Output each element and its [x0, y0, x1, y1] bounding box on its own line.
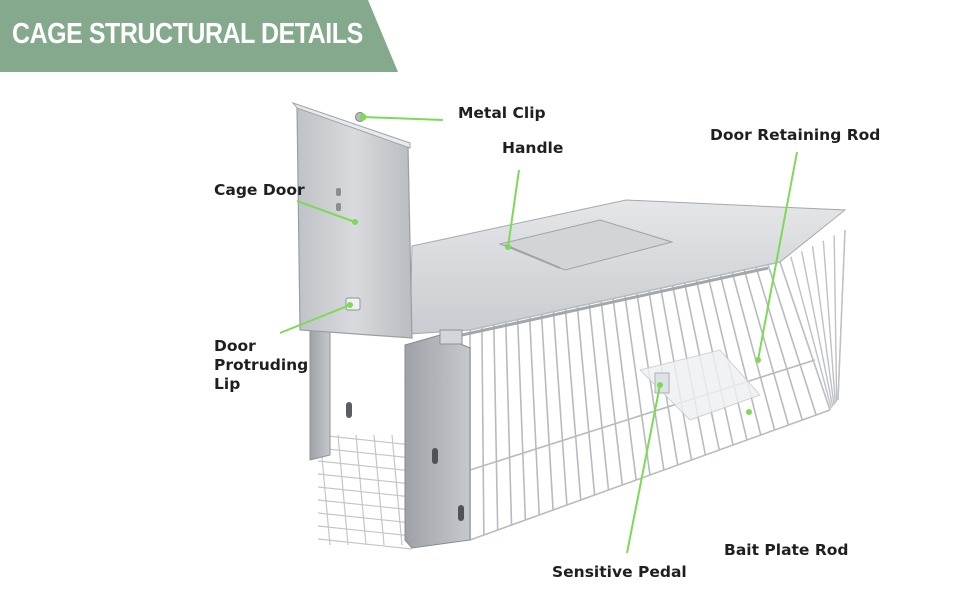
- side-wire-panel: [779, 229, 846, 411]
- door-hole-bottom: [336, 203, 341, 211]
- bottom-wire: [317, 499, 413, 511]
- dot-door-protruding-lip: [347, 302, 353, 308]
- front-wire: [636, 293, 665, 471]
- dot-cage-door: [352, 219, 358, 225]
- dot-door-retaining-rod: [755, 357, 761, 363]
- front-wire: [576, 306, 596, 496]
- side-wire: [790, 256, 833, 409]
- front-wire: [564, 309, 582, 501]
- label-door-retaining-rod: Door Retaining Rod: [710, 126, 881, 144]
- leader-lines: [279, 116, 798, 554]
- front-wire: [516, 319, 527, 521]
- label-metal-clip: Metal Clip: [458, 104, 546, 122]
- door-retaining-rod: [429, 266, 769, 344]
- front-wire-mid: [469, 359, 816, 471]
- banner-shape: [0, 0, 398, 72]
- front-wire: [493, 324, 499, 531]
- leader-sensitive-pedal: [626, 384, 661, 554]
- label-line-door: Door: [214, 337, 256, 355]
- side-wire: [833, 235, 838, 402]
- label-door-protruding-lip: Door Protruding Lip: [214, 337, 308, 394]
- bottom-wire: [317, 512, 413, 524]
- front-bracket-slot-bottom: [458, 505, 464, 521]
- front-wire: [767, 264, 817, 416]
- front-wire: [743, 269, 790, 426]
- side-wire: [811, 245, 835, 406]
- front-bracket-slot-top: [432, 448, 438, 464]
- front-wire: [528, 316, 541, 516]
- leader-metal-clip: [362, 116, 444, 121]
- bait-plate: [639, 349, 761, 421]
- front-wire-panel: [469, 261, 831, 541]
- leader-door-protruding-lip: [279, 304, 351, 334]
- label-cage-door: Cage Door: [214, 181, 305, 199]
- handle-bar: [504, 244, 561, 269]
- front-bracket-tab: [439, 329, 463, 345]
- front-wire: [719, 274, 762, 436]
- side-wire: [800, 251, 834, 407]
- label-line-lip: Lip: [214, 375, 241, 393]
- dot-bait-plate-rod: [746, 409, 752, 415]
- front-wire: [540, 314, 554, 511]
- side-wire: [779, 261, 831, 411]
- dot-sensitive-pedal: [657, 382, 663, 388]
- bottom-wire: [317, 447, 413, 459]
- leader-dots: [347, 113, 761, 415]
- rear-bracket-slot: [346, 402, 352, 418]
- front-wire: [481, 327, 485, 536]
- bottom-wire-cross: [373, 434, 385, 546]
- dot-metal-clip: [359, 113, 367, 121]
- front-wire-top: [469, 261, 781, 331]
- dot-handle: [505, 244, 511, 250]
- side-wire-edge: [837, 229, 846, 401]
- banner-title: CAGE STRUCTURAL DETAILS: [12, 18, 363, 50]
- front-wire-bottom: [469, 409, 831, 541]
- front-wire: [552, 311, 568, 506]
- label-sensitive-pedal: Sensitive Pedal: [552, 563, 687, 581]
- bottom-wire-cross: [337, 434, 349, 546]
- front-wire: [755, 266, 804, 421]
- label-bait-plate-rod: Bait Plate Rod: [724, 541, 849, 559]
- leader-handle: [507, 169, 520, 248]
- front-wire: [731, 272, 776, 431]
- label-line-protruding: Protruding: [214, 356, 309, 374]
- bottom-wire-cross: [355, 434, 367, 546]
- front-wire: [588, 303, 610, 491]
- bottom-wire: [317, 473, 413, 485]
- leader-door-retaining-rod: [757, 151, 798, 361]
- bottom-wire: [317, 538, 413, 550]
- leader-cage-door: [296, 200, 356, 223]
- door-hole-top: [336, 188, 341, 196]
- door-top-edge: [291, 101, 411, 149]
- title-banner: CAGE STRUCTURAL DETAILS: [0, 0, 400, 72]
- bottom-wire-cross: [391, 434, 403, 546]
- bottom-wire: [317, 486, 413, 498]
- side-wire: [822, 240, 837, 404]
- label-handle: Handle: [502, 139, 564, 157]
- bottom-wire: [317, 460, 413, 472]
- front-wire: [612, 298, 637, 481]
- front-wire: [600, 301, 624, 486]
- bottom-wire: [317, 434, 413, 446]
- front-wire: [504, 322, 513, 526]
- front-wire: [624, 295, 651, 476]
